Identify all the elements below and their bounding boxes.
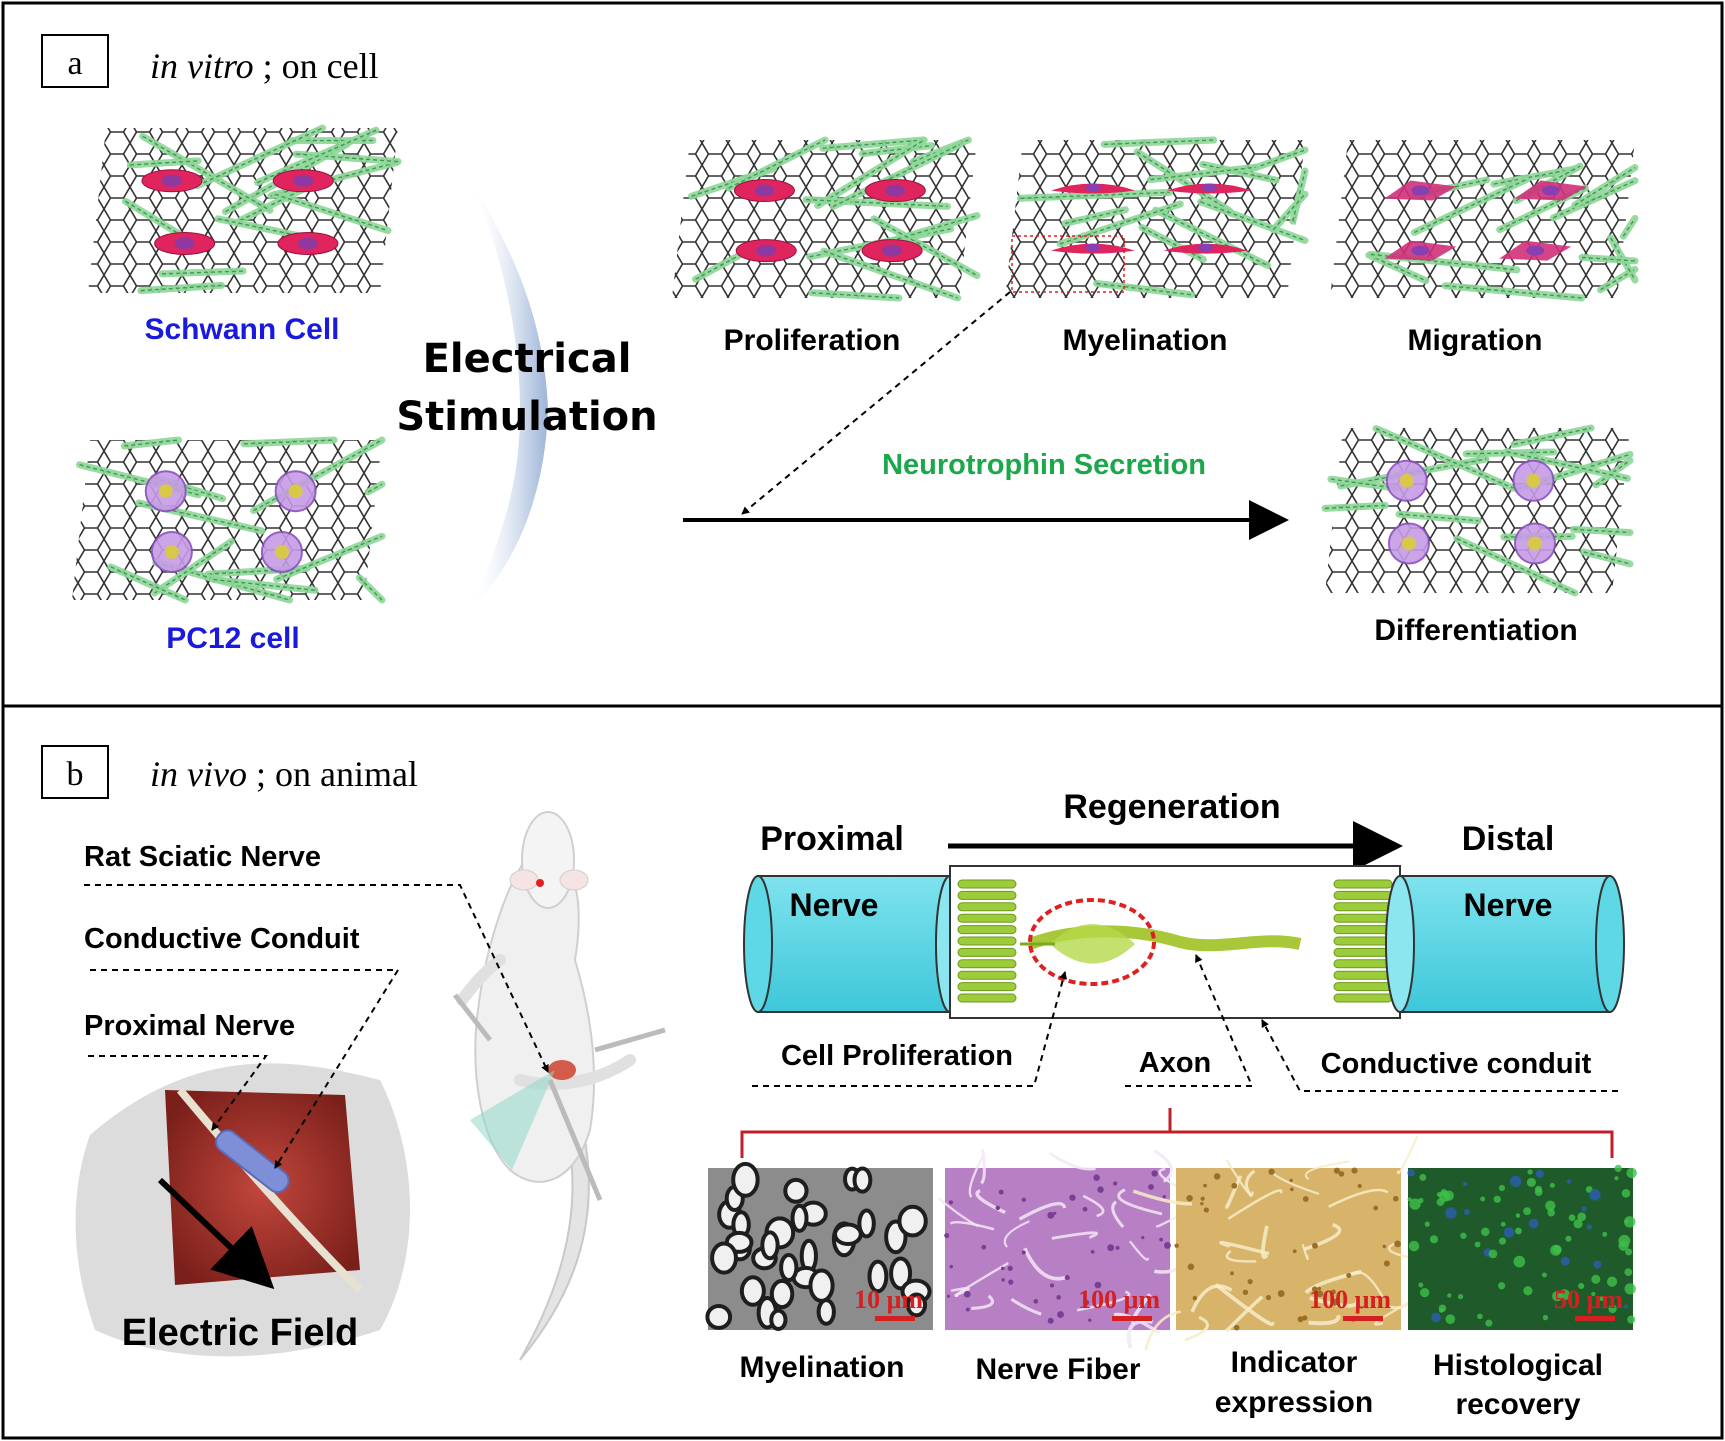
zoom-beam: [470, 1070, 555, 1170]
conductive-conduit-label: Conductive conduit: [1321, 1048, 1592, 1080]
rat-eye: [536, 879, 544, 887]
regeneration-label: Regeneration: [1063, 788, 1280, 826]
proximal-nerve-callout: Proximal Nerve: [84, 1010, 295, 1042]
conductive-conduit-leader: [90, 969, 400, 1169]
electric-field-label: Electric Field: [122, 1312, 359, 1354]
surgical-pin-left: [453, 993, 492, 1042]
nerve-left-label: Nerve: [790, 887, 879, 923]
proximal-label: Proximal: [760, 820, 904, 858]
rat-ear-right: [559, 869, 589, 891]
incision-site: [548, 1060, 576, 1080]
rat-sciatic-nerve-callout: Rat Sciatic Nerve: [84, 841, 321, 873]
micro-indicator: 100 μm: [1132, 1136, 1446, 1351]
rat-hind-leg: [514, 1054, 636, 1090]
rat-front-leg: [456, 954, 506, 1006]
proximal-nerve-tube: [743, 875, 965, 1013]
myelination-dashed-arrow: [741, 291, 1011, 515]
surgical-pin-bottom: [547, 1079, 603, 1201]
rat-sciatic-nerve-leader: [84, 884, 549, 1073]
migration-scaffold: [1330, 140, 1639, 302]
micro-label-indicator-line2: expression: [1215, 1386, 1373, 1419]
stimulation-swoosh: [470, 180, 548, 610]
panel-a-heading: in vitro ; on cell: [150, 46, 379, 86]
schwann-cell-label: Schwann Cell: [144, 313, 339, 346]
result-bracket: [740, 1108, 1614, 1158]
stimulation-label-line1: Electrical: [423, 336, 632, 382]
proliferation-label: Proliferation: [724, 324, 901, 357]
sciatic-nerve: [176, 1087, 363, 1293]
conductive-conduit-implant: [215, 1129, 290, 1194]
conductive-conduit-callout: Conductive Conduit: [84, 923, 360, 955]
cell-proliferation-label: Cell Proliferation: [781, 1040, 1013, 1072]
micro-scale-label: 100 μm: [1309, 1285, 1391, 1314]
micro-label-myelination: Myelination: [739, 1351, 904, 1384]
micro-label-nerve-fiber: Nerve Fiber: [975, 1353, 1140, 1386]
electric-field-arrow: [157, 1177, 275, 1290]
axon-leader: [1125, 954, 1254, 1087]
distal-label: Distal: [1462, 820, 1555, 858]
micro-myelination: 10 μm: [705, 1161, 933, 1331]
micro-label-histology-line2: recovery: [1455, 1388, 1580, 1421]
migration-label: Migration: [1408, 324, 1543, 357]
cell-proliferation-highlight: [1028, 898, 1156, 986]
neurotrophin-secretion-label: Neurotrophin Secretion: [882, 449, 1206, 481]
stimulation-label-line2: Stimulation: [396, 394, 657, 440]
micro-scale-label: 50 μm: [1554, 1285, 1623, 1314]
micro-histology: 50 μm: [1407, 1164, 1637, 1330]
panel-b-heading: in vivo ; on animal: [150, 754, 418, 794]
panel-a-badge-box: [41, 34, 109, 88]
distal-nerve-tube: [1385, 875, 1625, 1013]
proliferation-scaffold: [672, 136, 981, 302]
rat-illustration: [453, 811, 666, 1361]
pc12-cell-label: PC12 cell: [166, 622, 299, 655]
pc12-cell-scaffold: [72, 436, 386, 604]
conduit-cells-right: [1333, 879, 1393, 1003]
rat-head: [521, 811, 575, 909]
micro-label-histology-line1: Histological: [1433, 1349, 1603, 1382]
nerve-right-label: Nerve: [1464, 887, 1553, 923]
micro-label-indicator-line1: Indicator: [1231, 1346, 1358, 1379]
micro-scale-label: 100 μm: [1078, 1285, 1160, 1314]
micro-nerve-fiber: 100 μm: [937, 1149, 1224, 1349]
myelination-highlight-box: [1011, 235, 1125, 293]
cell-proliferation-leader: [752, 971, 1068, 1087]
panel-b-badge-box: [41, 745, 109, 799]
panel-b-frame: [1, 704, 1724, 1440]
axon-bundle: [1020, 924, 1302, 964]
differentiation-label: Differentiation: [1374, 614, 1577, 647]
myelination-scaffold: [1005, 136, 1309, 299]
panel-b-badge: b: [67, 756, 84, 793]
axon-label: Axon: [1139, 1047, 1212, 1079]
surgical-zoom: [75, 1063, 410, 1357]
conduit-cells-left: [957, 879, 1017, 1003]
proximal-nerve-leader: [88, 1055, 268, 1131]
panel-a-badge: a: [67, 45, 82, 82]
micro-scale-label: 10 μm: [854, 1285, 923, 1314]
schwann-cell-scaffold: [88, 124, 402, 295]
surgical-pin-right: [594, 1027, 666, 1053]
differentiation-scaffold: [1321, 424, 1634, 597]
rat-ear-left: [509, 869, 539, 891]
myelination-label-a: Myelination: [1062, 324, 1227, 357]
